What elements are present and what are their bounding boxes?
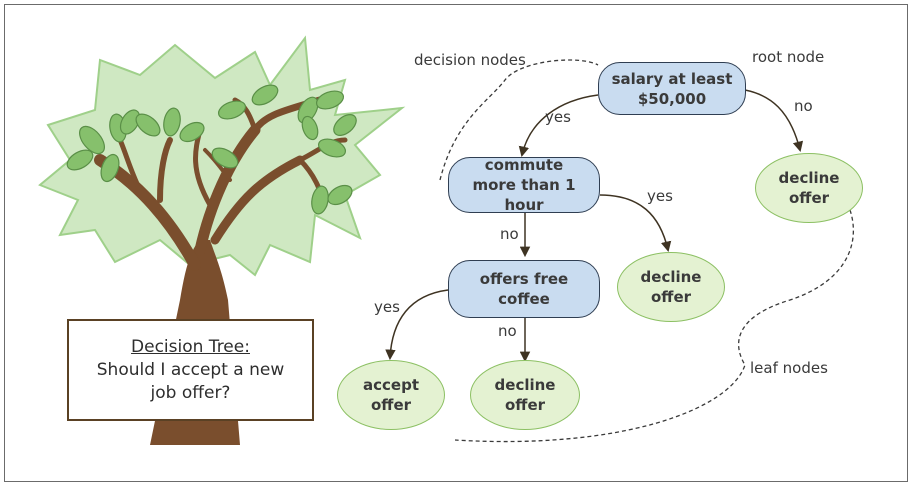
commute-decision-node: commute more than 1 hour [448, 156, 600, 214]
annotation-brackets [439, 59, 854, 443]
leaf-accept-offer: accept offer [337, 360, 445, 430]
edge-label-commute-yes: yes [647, 187, 673, 205]
root-decision-node: salary at least $50,000 [598, 62, 746, 115]
title-question: Should I accept a new job offer? [96, 359, 285, 403]
decision-nodes-label: decision nodes [414, 51, 526, 69]
figure-frame [4, 4, 908, 482]
edge-label-root-yes: yes [545, 108, 571, 126]
edge-label-coffee-yes: yes [374, 298, 400, 316]
edge-arrows [385, 89, 804, 363]
title-box: Decision Tree: Should I accept a new job… [67, 319, 314, 421]
coffee-decision-node: offers free coffee [448, 260, 600, 318]
edge-label-commute-no: no [500, 225, 519, 243]
edge-label-root-no: no [794, 97, 813, 115]
leaf-decline-offer-salary: decline offer [755, 153, 863, 223]
leaf-decline-offer-coffee: decline offer [470, 360, 580, 430]
title-heading: Decision Tree: [131, 336, 250, 357]
tree-leaves [66, 84, 357, 215]
edge-label-coffee-no: no [498, 322, 517, 340]
root-node-label: root node [752, 48, 825, 66]
leaf-nodes-label: leaf nodes [750, 359, 828, 377]
leaf-decline-offer-commute: decline offer [617, 252, 725, 322]
